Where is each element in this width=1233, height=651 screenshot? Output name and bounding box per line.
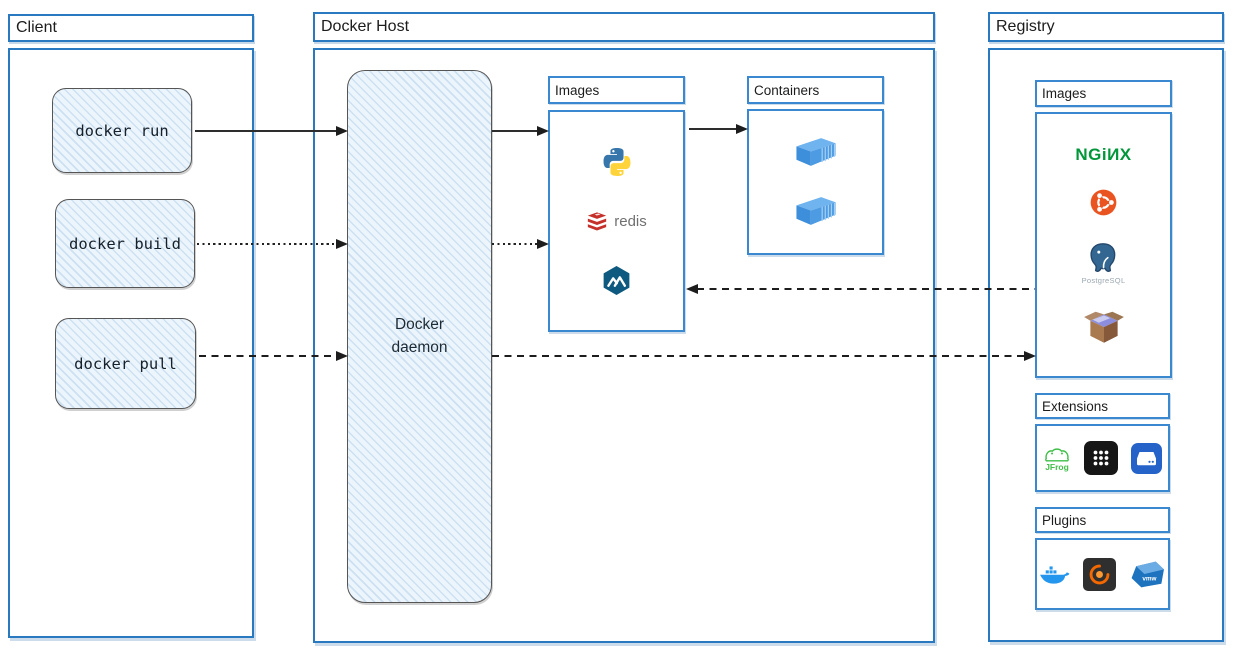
- host-images-title: Images: [548, 76, 685, 104]
- host-images-title-label: Images: [555, 82, 600, 98]
- client-title-label: Client: [16, 19, 57, 36]
- arrow-docker-build-to-daemon: [197, 238, 348, 250]
- docker-host-title-label: Docker Host: [321, 18, 410, 35]
- docker-whale-icon: [1040, 565, 1070, 584]
- registry-plugins-title: Plugins: [1035, 507, 1170, 533]
- busybox-icon: [1083, 312, 1124, 344]
- grafana-icon: [1083, 557, 1116, 591]
- redis-logo: redis: [586, 212, 647, 231]
- jfrog-label: JFrog: [1045, 461, 1069, 472]
- apps-grid-icon: [1084, 441, 1118, 475]
- jfrog-logo: JFrog: [1043, 445, 1071, 472]
- python-icon: [603, 148, 630, 176]
- registry-title-label: Registry: [996, 18, 1055, 35]
- registry-plugins-title-label: Plugins: [1042, 512, 1087, 528]
- client-group-title: Client: [8, 14, 254, 42]
- arrow-daemon-to-images-dotted: [492, 238, 549, 250]
- registry-group-title: Registry: [988, 12, 1224, 42]
- docker-run-node: docker run: [52, 88, 192, 173]
- redis-icon: [588, 212, 607, 231]
- vmware-icon: vmw: [1131, 561, 1164, 587]
- registry-images-title-label: Images: [1042, 86, 1087, 101]
- docker-pull-node: docker pull: [55, 318, 196, 409]
- arrow-registry-to-images: [686, 283, 1035, 295]
- docker-daemon-label: Docker daemon: [391, 316, 448, 356]
- postgresql-icon: [1090, 242, 1116, 272]
- arrow-images-to-containers: [689, 123, 748, 135]
- ubuntu-icon: [1090, 189, 1117, 216]
- arrow-daemon-to-registry: [492, 350, 1036, 362]
- alpine-icon: [603, 265, 630, 296]
- container-icon: [795, 197, 836, 225]
- arrow-daemon-to-images-solid: [492, 125, 549, 137]
- registry-images-box: NGiИX PostgreSQL: [1035, 112, 1172, 378]
- registry-extensions-box: JFrog: [1035, 424, 1170, 492]
- arrow-docker-pull-to-daemon: [199, 350, 348, 362]
- registry-extensions-title: Extensions: [1035, 393, 1170, 419]
- arrow-docker-run-to-daemon: [195, 125, 348, 137]
- host-images-box: redis: [548, 110, 685, 332]
- postgresql-label: PostgreSQL: [1081, 275, 1126, 285]
- docker-host-group-title: Docker Host: [313, 12, 935, 42]
- docker-pull-label: docker pull: [74, 354, 177, 373]
- host-containers-box: [747, 109, 884, 255]
- vmware-label: vmw: [1142, 575, 1156, 582]
- host-containers-title-label: Containers: [754, 82, 820, 98]
- registry-images-title: Images: [1035, 80, 1172, 107]
- jfrog-icon: [1045, 448, 1069, 462]
- docker-daemon-node: Docker daemon: [347, 70, 492, 603]
- host-containers-title: Containers: [747, 76, 884, 104]
- registry-plugins-box: vmw: [1035, 538, 1170, 610]
- redis-label: redis: [614, 213, 647, 230]
- registry-extensions-title-label: Extensions: [1042, 398, 1109, 414]
- docker-build-label: docker build: [69, 234, 181, 253]
- nginx-icon: NGiИX: [1075, 144, 1132, 164]
- postgresql-logo: PostgreSQL: [1082, 241, 1126, 285]
- container-icon: [795, 138, 836, 166]
- docker-run-label: docker run: [75, 121, 169, 140]
- disk-usage-icon: [1131, 442, 1162, 474]
- docker-build-node: docker build: [55, 199, 195, 288]
